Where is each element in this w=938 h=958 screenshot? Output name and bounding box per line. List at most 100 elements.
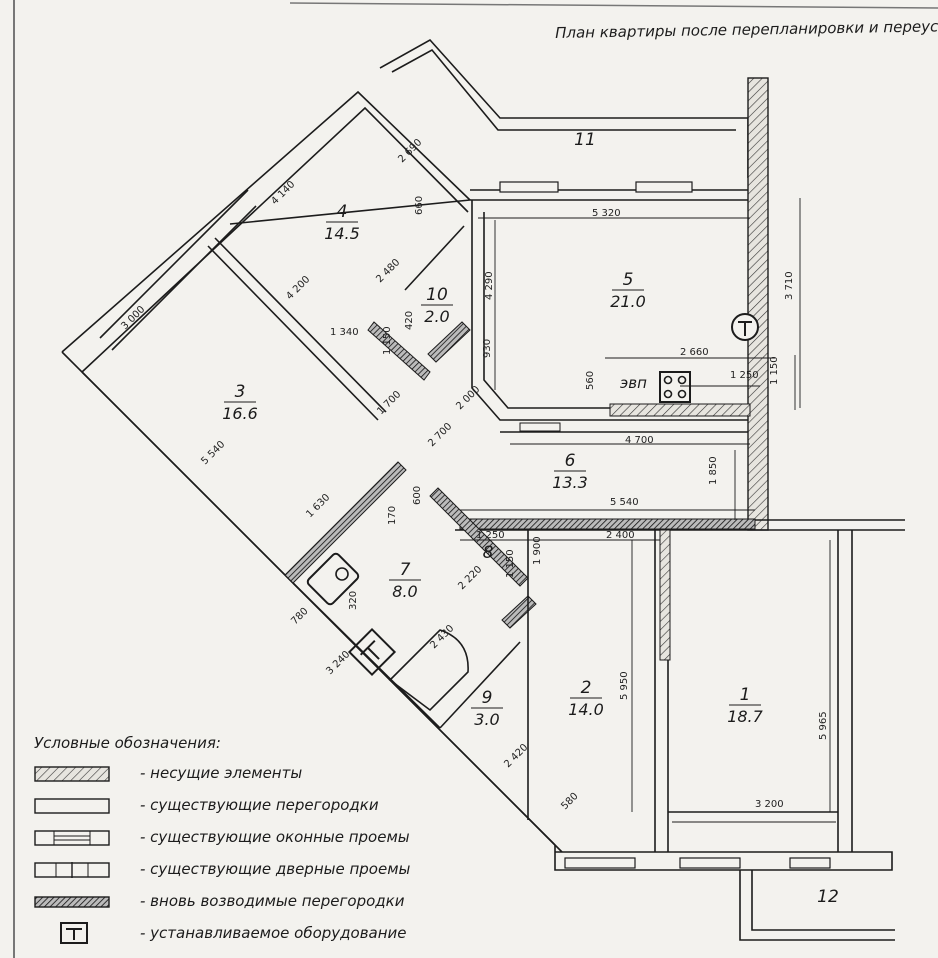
dimension-label: 4 700 — [625, 435, 654, 446]
dimension-label: 3 240 — [324, 649, 352, 677]
room-labels: 118.7214.0316.6414.5521.0613.378.0893.01… — [222, 130, 839, 907]
dimension-label: 1 150 — [505, 549, 516, 578]
room-12: 12 — [817, 887, 839, 907]
balcony-12-outline — [739, 870, 895, 941]
kitchen-counter — [609, 403, 751, 417]
room-10-partitions — [367, 225, 471, 381]
toilet-icon — [306, 552, 360, 606]
room-area: 14.5 — [324, 224, 360, 243]
dimension-label: 4 200 — [284, 274, 312, 302]
room-number: 12 — [817, 887, 839, 907]
plain-wall-icon — [34, 798, 110, 814]
legend-item: - несущие элементы — [34, 762, 302, 794]
hatched-wall-icon — [34, 766, 110, 782]
dimension-label: 1 250 — [476, 530, 505, 541]
corridor-6-walls — [455, 431, 905, 531]
legend-item: - вновь возводимые перегородки — [34, 890, 404, 922]
room-area: 16.6 — [222, 404, 258, 423]
room-number: 2 — [581, 678, 592, 698]
dimension-label: 930 — [482, 339, 493, 358]
stove-icon — [659, 371, 691, 403]
room-8: 8 — [483, 543, 494, 563]
dimension-label: 2 000 — [454, 384, 482, 412]
dimension-label: 2 700 — [426, 421, 454, 449]
boiler-icon — [731, 313, 759, 341]
legend-item: - существующие оконные проемы — [34, 826, 410, 858]
dimension-label: 1 150 — [382, 326, 393, 355]
dimension-label: 5 540 — [610, 497, 639, 508]
legend-title: Условные обозначения: — [34, 734, 221, 752]
dimension-label: 2 660 — [680, 347, 709, 358]
balcony-11-outline — [379, 38, 760, 201]
dimension-label: 1 250 — [730, 370, 759, 381]
dimension-label: 1 700 — [375, 389, 403, 417]
dimension-label: 320 — [348, 591, 359, 610]
room-4: 414.5 — [324, 202, 360, 243]
dimension-label: 1 850 — [708, 456, 719, 485]
room-3: 316.6 — [222, 382, 258, 423]
room-area: 3.0 — [474, 710, 499, 729]
room-number: 1 — [740, 685, 751, 705]
dimension-label: 5 950 — [619, 671, 630, 700]
dimension-label: 580 — [559, 791, 580, 812]
dimension-label: 780 — [289, 606, 310, 627]
dimension-label: 3 710 — [784, 271, 795, 300]
door-opening-icon — [34, 862, 110, 878]
bathtub-icon — [388, 629, 469, 712]
equipment-label: эвп — [620, 374, 647, 392]
dimension-label: 5 540 — [199, 439, 227, 467]
dimension-label: 1 150 — [769, 356, 780, 385]
room-number: 7 — [400, 560, 411, 580]
room-area: 13.3 — [552, 473, 588, 492]
east-bearing-wall — [747, 77, 769, 531]
room-number: 11 — [574, 130, 596, 150]
dimension-label: 2 400 — [606, 530, 635, 541]
room-11: 11 — [574, 130, 596, 150]
room-number: 9 — [482, 688, 493, 708]
equipment-icon — [60, 922, 88, 944]
room-number: 8 — [483, 543, 494, 563]
dimension-label: 170 — [387, 506, 398, 525]
room-number: 6 — [565, 451, 576, 471]
room-area: 8.0 — [392, 582, 417, 601]
legend-item: - существующие дверные проемы — [34, 858, 410, 890]
room-9: 93.0 — [471, 688, 503, 729]
page-edges — [13, 0, 938, 958]
new-partition-icon — [34, 896, 110, 908]
room-number: 10 — [426, 285, 448, 305]
dimension-label: 560 — [585, 371, 596, 390]
room-number: 4 — [337, 202, 348, 222]
room-area: 2.0 — [424, 307, 449, 326]
room-number: 5 — [623, 270, 634, 290]
room-6: 613.3 — [552, 451, 588, 492]
dimension-label: 660 — [414, 196, 425, 215]
window-opening-icon — [34, 830, 110, 846]
dimension-label: 2 420 — [502, 742, 530, 770]
legend-item: - существующие перегородки — [34, 794, 379, 826]
room-area: 21.0 — [610, 292, 646, 311]
dimension-label: 1 900 — [532, 536, 543, 565]
room-2: 214.0 — [568, 678, 604, 719]
room-area: 18.7 — [727, 707, 763, 726]
room-area: 14.0 — [568, 700, 604, 719]
door-6-5 — [519, 422, 561, 432]
legend: Условные обозначения: - несущие элементы… — [34, 734, 410, 954]
dimension-label: 2 480 — [374, 257, 402, 285]
bearing-stub — [659, 529, 671, 661]
dimension-label: 1 340 — [330, 327, 359, 338]
dimension-label: 4 290 — [484, 271, 495, 300]
new-partition-6 — [459, 518, 756, 530]
dimension-label: 2 220 — [456, 564, 484, 592]
legend-item: - устанавливаемое оборудование — [34, 922, 407, 954]
dimension-label: 3 200 — [755, 799, 784, 810]
room-1: 118.7 — [727, 685, 763, 726]
dimension-label: 420 — [404, 311, 415, 330]
room-10: 102.0 — [421, 285, 453, 326]
dimension-label: 600 — [412, 486, 423, 505]
dimension-lines — [460, 198, 836, 823]
dimension-label: 1 630 — [304, 492, 332, 520]
washing-machine-icon — [347, 627, 397, 677]
room-7: 78.0 — [389, 560, 421, 601]
room-number: 3 — [235, 382, 246, 402]
